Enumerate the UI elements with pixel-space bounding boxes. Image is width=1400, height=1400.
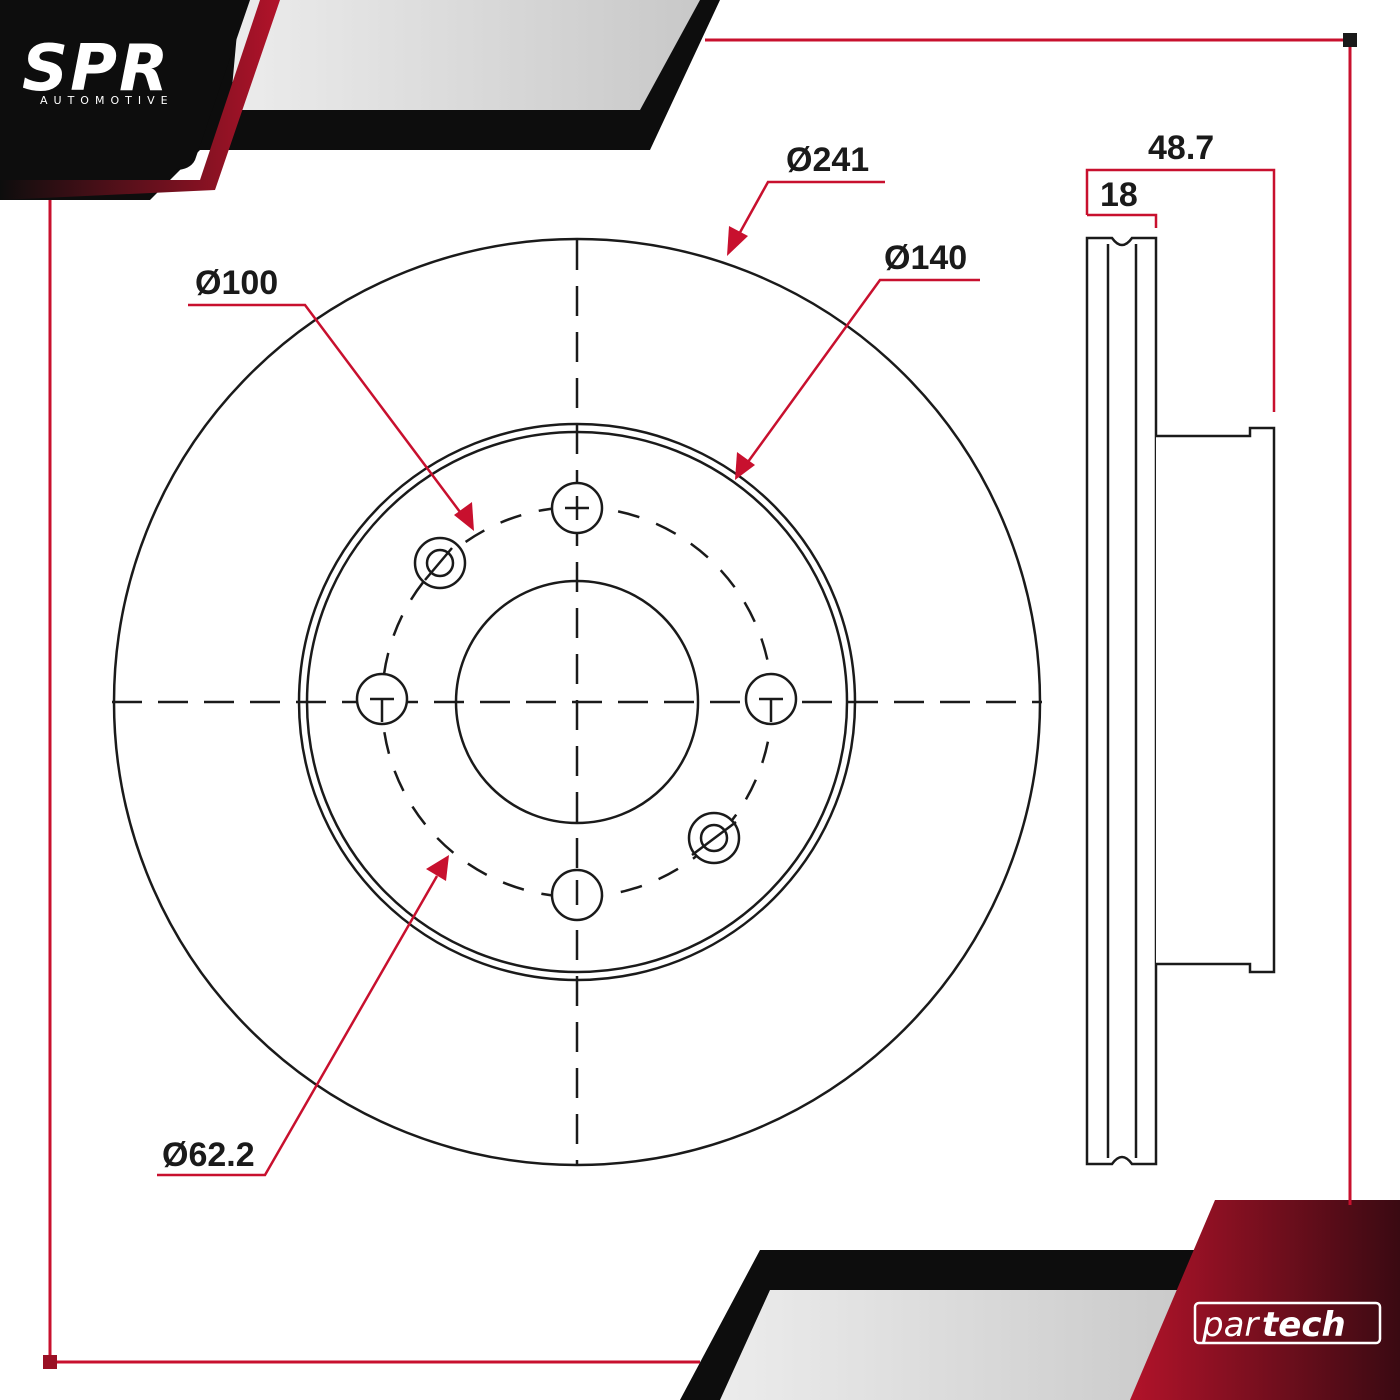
partech-logo-frame: [1193, 1301, 1382, 1345]
arrow-center-bore: [426, 855, 449, 881]
stud-holes: [355, 481, 798, 922]
label-bolt-circle: Ø100: [195, 264, 278, 302]
label-thickness: 18: [1100, 176, 1138, 214]
label-outer-diameter: Ø241: [786, 141, 869, 179]
stud-hole-right: [744, 672, 798, 726]
partech-logo-text-a: par: [1201, 1305, 1260, 1345]
leader-center-bore: [157, 875, 439, 1177]
rotor-hat-side: [1156, 426, 1276, 974]
disc-side-view: [1085, 236, 1276, 1166]
side-dimension-brackets: [1085, 168, 1276, 412]
frame-corner-marker-bottom: [43, 1355, 57, 1369]
frame-corner-marker-top: [1343, 33, 1357, 47]
disc-front-view: [112, 237, 1042, 1167]
footer-band: [680, 1200, 1400, 1400]
locating-hole-lower: [687, 811, 741, 865]
leader-arrowheads: [426, 226, 755, 881]
thickness-bracket: [1087, 213, 1158, 228]
partech-logo: par tech: [1193, 1301, 1382, 1345]
leader-outer-diameter: [736, 180, 885, 237]
stud-hole-bottom: [550, 868, 604, 922]
partech-logo-text-b: tech: [1262, 1305, 1346, 1345]
spr-logo: SPR AUTOMOTIVE: [22, 32, 174, 107]
arrow-hat-diameter: [735, 452, 755, 480]
logo-sub-text: AUTOMOTIVE: [40, 94, 174, 107]
stud-hole-left: [355, 672, 409, 726]
total-height-bracket: [1085, 168, 1276, 412]
arrow-bolt-circle: [454, 502, 474, 531]
label-center-bore: Ø62.2: [162, 1136, 255, 1174]
rotor-friction-ring-side: [1085, 236, 1158, 1166]
label-total-height: 48.7: [1148, 129, 1214, 167]
frame-lines: [48, 38, 1352, 1364]
locating-hole-upper: [413, 536, 467, 590]
leader-lines: [157, 180, 980, 1177]
header-band: [0, 0, 720, 200]
leader-bolt-circle: [188, 303, 465, 517]
arrow-outer-diameter: [727, 226, 748, 256]
stud-hole-top: [550, 481, 604, 535]
logo-main-text: SPR: [22, 32, 170, 106]
label-hat-diameter: Ø140: [884, 239, 967, 277]
leader-hat-diameter: [743, 278, 980, 467]
